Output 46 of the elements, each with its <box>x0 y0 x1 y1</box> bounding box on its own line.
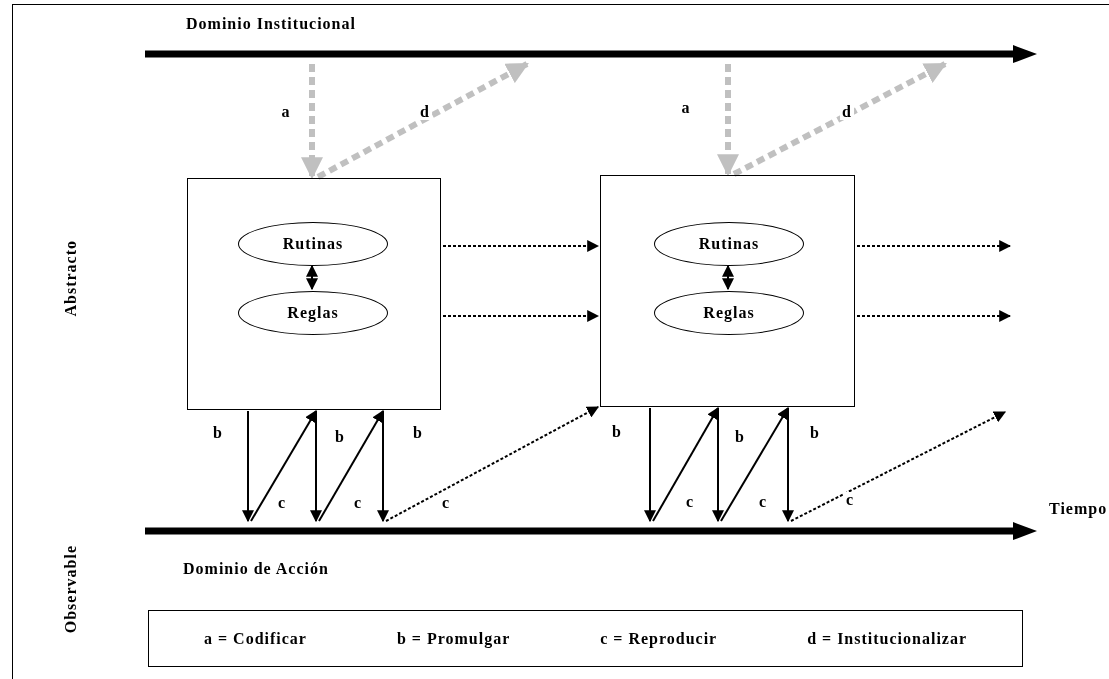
legend-box <box>148 610 1023 667</box>
arrow <box>782 407 794 523</box>
edge-label: b <box>733 429 747 445</box>
dotted-arrow <box>442 310 600 322</box>
dotted-arrow <box>790 411 1007 522</box>
edge-label: d <box>840 104 854 120</box>
dotted-arrow <box>316 61 529 180</box>
double-arrow <box>722 264 734 291</box>
process-box <box>187 178 441 410</box>
edge-label: b <box>333 429 347 445</box>
process-box <box>600 175 855 407</box>
arrow <box>720 406 789 522</box>
axis-label: Observable <box>62 545 80 634</box>
domain-title: Dominio Institucional <box>186 15 356 33</box>
arrow <box>377 410 389 523</box>
arrow <box>652 406 719 522</box>
dotted-arrow <box>301 64 323 180</box>
edge-label: b <box>808 425 822 441</box>
legend-entry: d = Institucionalizar <box>807 629 968 648</box>
dotted-arrow <box>732 61 947 177</box>
ellipse-node: Reglas <box>238 291 388 335</box>
double-arrow <box>306 264 318 291</box>
legend-entry: b = Promulgar <box>396 629 511 648</box>
axis-label: Tiempo <box>1049 500 1108 518</box>
domain-title: Dominio de Acción <box>183 560 329 578</box>
edge-label: b <box>610 424 624 440</box>
dotted-arrow <box>717 64 739 177</box>
dotted-arrow <box>442 240 600 252</box>
ellipse-node: Rutinas <box>654 222 804 266</box>
arrow <box>242 410 254 523</box>
axis-label: Abstracto <box>62 240 80 317</box>
edge-label: b <box>211 425 225 441</box>
dotted-arrow <box>385 406 600 522</box>
legend-entry: c = Reproducir <box>600 629 718 648</box>
edge-label: d <box>418 104 432 120</box>
ellipse-node: Rutinas <box>238 222 388 266</box>
dotted-arrow <box>856 310 1012 322</box>
edge-label: b <box>411 425 425 441</box>
dotted-arrow <box>856 240 1012 252</box>
arrow <box>644 407 656 523</box>
arrow <box>712 407 724 523</box>
arrow <box>310 410 322 523</box>
arrow <box>318 409 384 522</box>
arrow <box>250 409 317 522</box>
legend-entry: a = Codificar <box>203 629 307 648</box>
ellipse-node: Reglas <box>654 291 804 335</box>
